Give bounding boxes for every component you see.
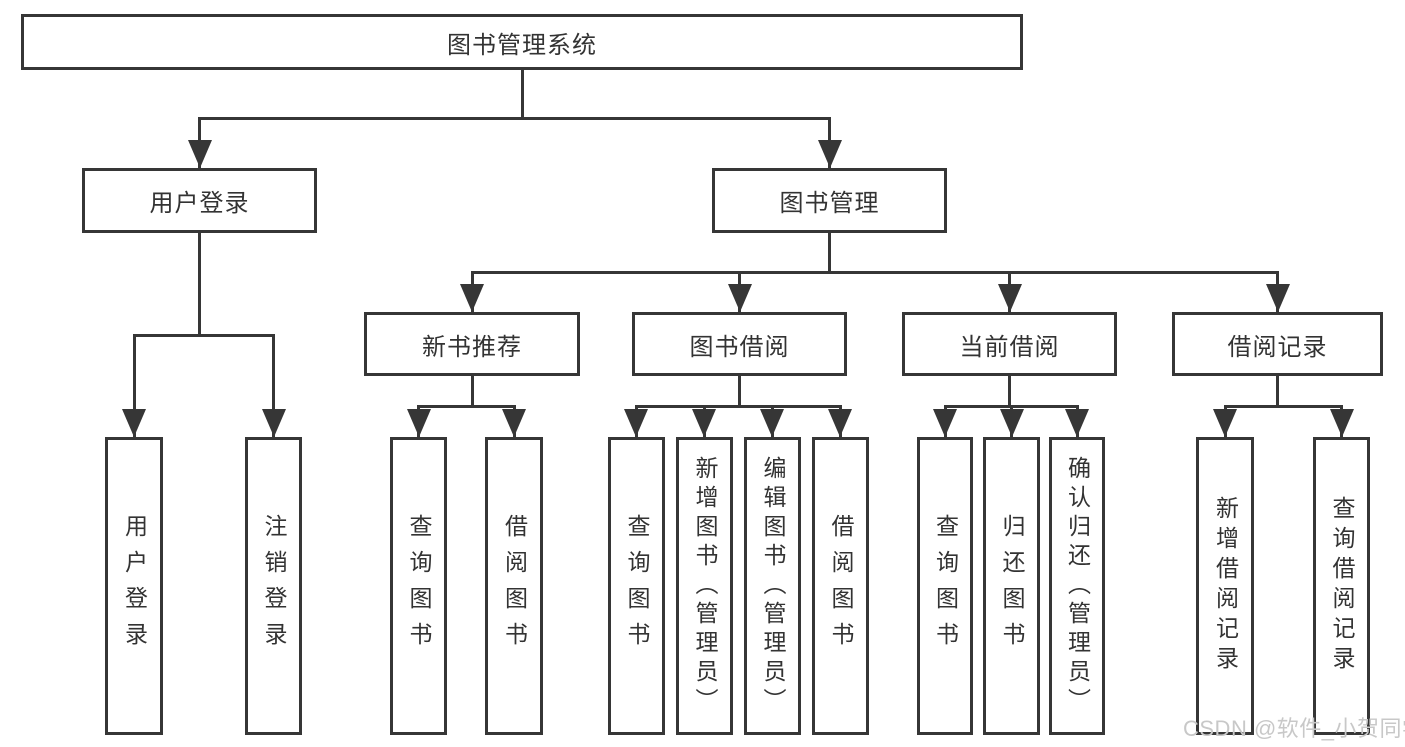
leaf-label: 确认归还（管理员） [1064,455,1091,717]
node-label: 图书借阅 [689,333,790,361]
leaf-label: 用户登录 [121,514,148,658]
connector-userlogin-child1-stem [132,334,136,437]
connector-userlogin-down [198,233,201,337]
node-book-borrowing: 图书借阅 [632,312,847,376]
node-user-login: 用户登录 [82,168,317,233]
connector-l3-bar [470,271,1279,274]
leaf-label: 归还图书 [999,514,1025,658]
leaf-logout: 注销登录 [245,437,302,735]
arrow-down-icon [1265,284,1290,312]
node-borrowing-records: 借阅记录 [1172,312,1383,376]
connector-records-bar [1223,405,1343,408]
arrow-down-icon [727,284,752,312]
leaf-label: 新增图书（管理员） [692,455,718,717]
connector-newbook-down [470,376,474,408]
node-label: 借阅记录 [1227,333,1328,361]
leaf-add-book-admin: 新增图书（管理员） [676,437,733,735]
leaf-query-borrow-record: 查询借阅记录 [1313,437,1370,735]
arrow-down-icon [1065,409,1089,437]
leaf-query-books-1: 查询图书 [390,437,447,735]
arrow-down-icon [692,409,716,437]
connector-root-stem [520,70,524,119]
arrow-down-icon [1329,409,1354,437]
leaf-label: 查询借阅记录 [1329,496,1355,676]
arrow-down-icon [933,409,957,437]
leaf-borrow-books-2: 借阅图书 [812,437,869,735]
leaf-return-book: 归还图书 [983,437,1040,735]
connector-current-down [1008,376,1011,408]
leaf-label: 查询图书 [624,514,650,658]
arrow-down-icon [1213,409,1237,437]
node-new-book-recommendation: 新书推荐 [364,312,580,376]
leaf-confirm-return-admin: 确认归还（管理员） [1049,437,1105,735]
arrow-down-icon [122,409,146,437]
arrow-down-icon [760,409,784,437]
leaf-label: 查询图书 [406,514,432,658]
leaf-label: 借阅图书 [501,514,528,658]
node-current-borrowing: 当前借阅 [902,312,1117,376]
arrow-down-icon [997,284,1022,312]
connector-userlogin-bar [132,334,275,337]
connector-borrow-bar [634,405,842,408]
connector-l1-bar [198,117,831,120]
leaf-label: 查询图书 [932,514,959,658]
node-label: 图书管理系统 [447,31,597,59]
arrow-down-icon [406,409,431,437]
connector-userlogin-child2-stem [272,334,275,437]
node-label: 新书推荐 [422,333,522,361]
connector-newbook-bar [417,405,516,408]
leaf-edit-book-admin: 编辑图书（管理员） [744,437,801,735]
leaf-label: 注销登录 [261,514,287,658]
arrow-down-icon [460,284,484,312]
connector-records-down [1276,376,1279,408]
arrow-down-icon [502,409,526,437]
node-label: 图书管理 [779,190,880,217]
leaf-query-books-3: 查询图书 [917,437,973,735]
leaf-label: 新增借阅记录 [1212,496,1239,676]
arrow-down-icon [261,409,286,437]
arrow-down-icon [624,409,648,437]
connector-bookmgmt-down [828,233,831,274]
arrow-down-icon [187,140,212,168]
node-label: 当前借阅 [959,333,1060,361]
leaf-add-borrow-record: 新增借阅记录 [1196,437,1254,735]
leaf-query-books-2: 查询图书 [608,437,665,735]
node-book-management: 图书管理 [712,168,947,233]
watermark-text: CSDN @软件_小贺同学 [1183,716,1405,741]
arrow-down-icon [999,409,1024,437]
leaf-label: 借阅图书 [828,514,854,658]
node-label: 用户登录 [149,190,250,217]
arrow-down-icon [817,140,842,168]
leaf-user-login: 用户登录 [105,437,163,735]
connector-borrow-down [738,376,741,408]
arrow-down-icon [828,409,852,437]
leaf-label: 编辑图书（管理员） [760,455,786,717]
leaf-borrow-books-1: 借阅图书 [485,437,543,735]
node-library-system: 图书管理系统 [21,14,1023,70]
